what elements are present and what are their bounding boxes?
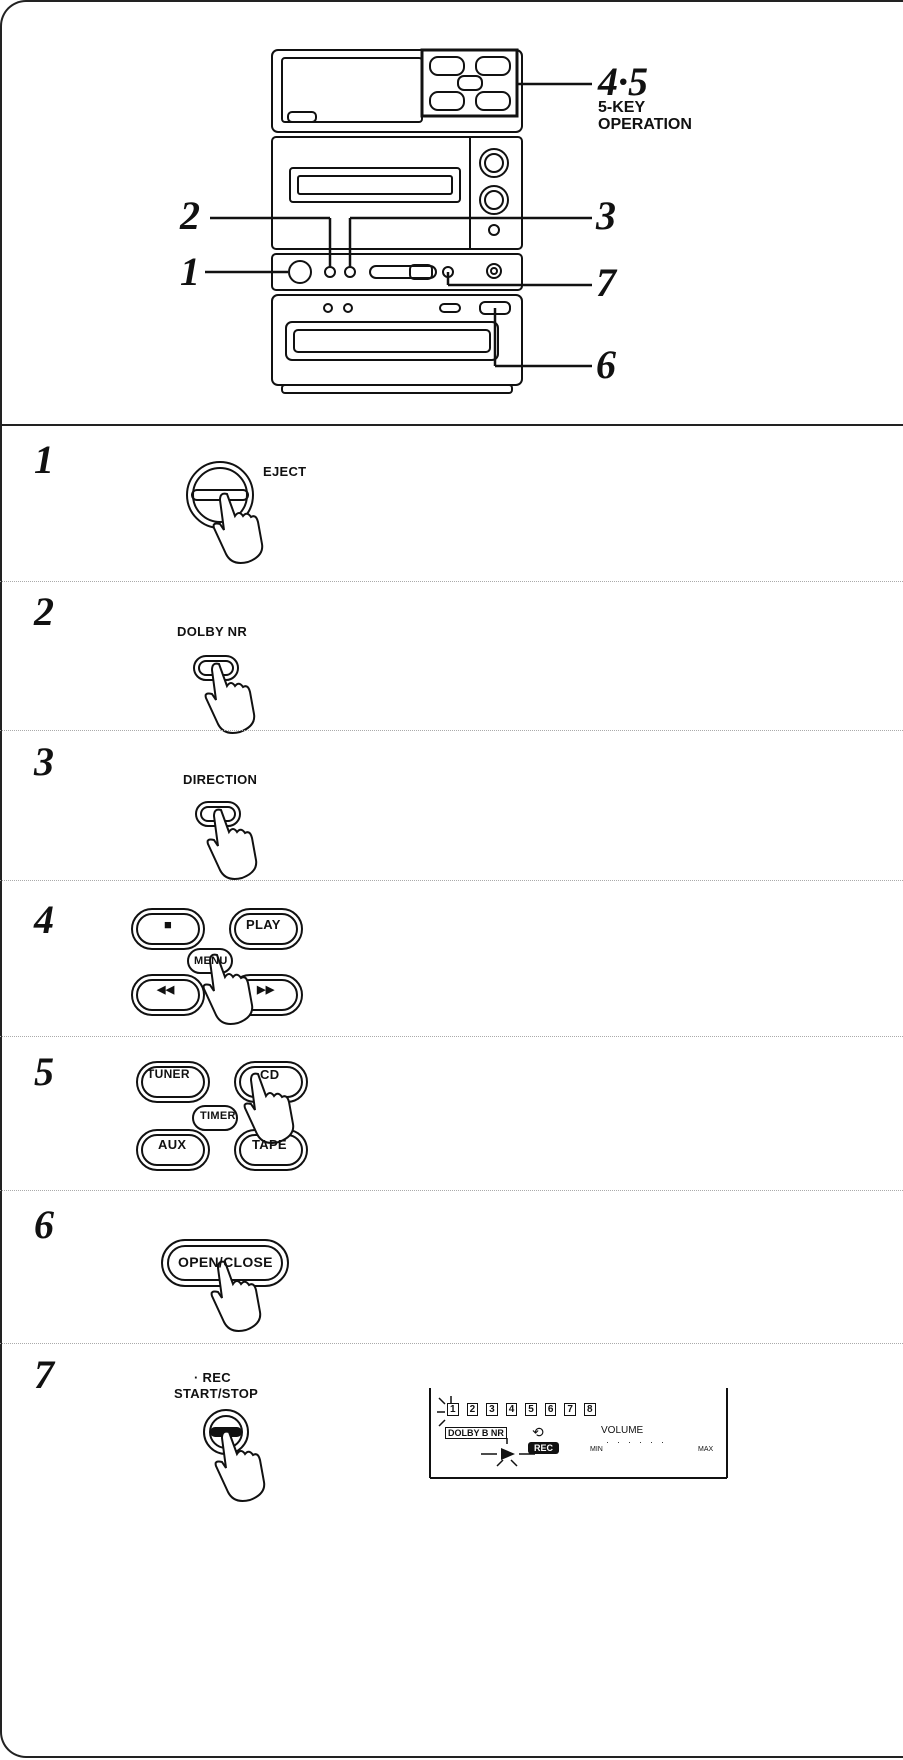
pressing-hand-icon	[210, 1260, 262, 1332]
pressing-hand-icon	[243, 1072, 295, 1144]
pressing-hand-icon	[212, 492, 264, 564]
step-2-number: 2	[34, 589, 54, 634]
repeat-icon: ⟲	[532, 1424, 544, 1440]
pressing-hand-icon	[204, 662, 256, 734]
callout-6: 6	[596, 342, 616, 387]
tuner-key-label: TUNER	[147, 1067, 190, 1081]
five-key-operation-label: 5-KEY OPERATION	[598, 99, 692, 134]
step-divider	[0, 1036, 903, 1037]
track-3-indicator: 3	[486, 1403, 498, 1416]
fast-forward-key-label: ▶▶	[257, 984, 275, 996]
aux-key-label: AUX	[158, 1137, 187, 1152]
cd-key-label: CD	[260, 1067, 280, 1082]
timer-key-label: TIMER	[200, 1110, 236, 1122]
start-stop-label: START/STOP	[174, 1386, 259, 1401]
transport-keys-illustration	[131, 908, 303, 1025]
volume-min-label: MIN	[590, 1446, 603, 1453]
rewind-key-label: ◀◀	[157, 984, 175, 996]
track-4-indicator: 4	[505, 1403, 518, 1416]
dolby-nr-label: DOLBY NR	[177, 624, 248, 639]
eject-label: EJECT	[263, 464, 307, 479]
step-divider	[0, 730, 903, 731]
five-key-line2: OPERATION	[598, 115, 692, 133]
step-5-number: 5	[34, 1049, 54, 1094]
track-number-row: 1 2 3 4 5 6 7 8	[447, 1403, 596, 1416]
open-close-label: OPEN/CLOSE	[178, 1254, 273, 1270]
rec-start-stop-button-illustration	[203, 1409, 266, 1502]
track-6-indicator: 6	[544, 1403, 557, 1416]
step-divider	[0, 880, 903, 881]
pressing-hand-icon	[202, 953, 254, 1025]
track-7-indicator: 7	[564, 1403, 576, 1416]
lcd-display-illustration	[429, 1388, 728, 1479]
dolby-indicator: DOLBY B NR	[445, 1427, 507, 1439]
step-divider	[0, 1343, 903, 1344]
volume-max-label: MAX	[698, 1446, 714, 1453]
step-3-number: 3	[34, 739, 54, 784]
step-divider	[0, 581, 903, 582]
volume-dots: ······	[606, 1437, 672, 1447]
callout-1: 1	[180, 249, 200, 294]
step-4-number: 4	[34, 897, 54, 942]
menu-key-label: MENU	[194, 955, 228, 967]
step-1-number: 1	[34, 437, 54, 482]
volume-label: VOLUME	[601, 1425, 644, 1436]
direction-label: DIRECTION	[183, 772, 258, 787]
stereo-system-diagram	[205, 48, 592, 394]
pressing-hand-icon	[206, 808, 258, 880]
rec-label: · REC	[194, 1370, 231, 1385]
section-divider	[0, 424, 903, 426]
eject-button-illustration	[186, 461, 264, 564]
track-2-indicator: 2	[466, 1403, 479, 1416]
callout-7: 7	[596, 260, 616, 305]
track-1-indicator: 1	[447, 1403, 459, 1416]
step-7-number: 7	[34, 1352, 54, 1397]
open-close-button-illustration	[161, 1239, 289, 1332]
pressing-hand-icon	[214, 1430, 266, 1502]
source-keys-illustration	[136, 1061, 308, 1171]
play-key-label: PLAY	[246, 917, 281, 932]
dolby-nr-button-illustration	[193, 655, 256, 734]
callout-3: 3	[596, 193, 616, 238]
track-5-indicator: 5	[525, 1403, 537, 1416]
step-divider	[0, 1190, 903, 1191]
direction-button-illustration	[195, 801, 258, 880]
callout-2: 2	[180, 193, 200, 238]
track-8-indicator: 8	[583, 1403, 596, 1416]
five-key-line1: 5-KEY	[598, 99, 646, 116]
step-6-number: 6	[34, 1202, 54, 1247]
tape-key-label: TAPE	[252, 1137, 287, 1152]
stop-key-label: ■	[164, 917, 173, 932]
rec-indicator: REC	[528, 1442, 560, 1454]
callout-4-5: 4·5	[598, 59, 648, 104]
